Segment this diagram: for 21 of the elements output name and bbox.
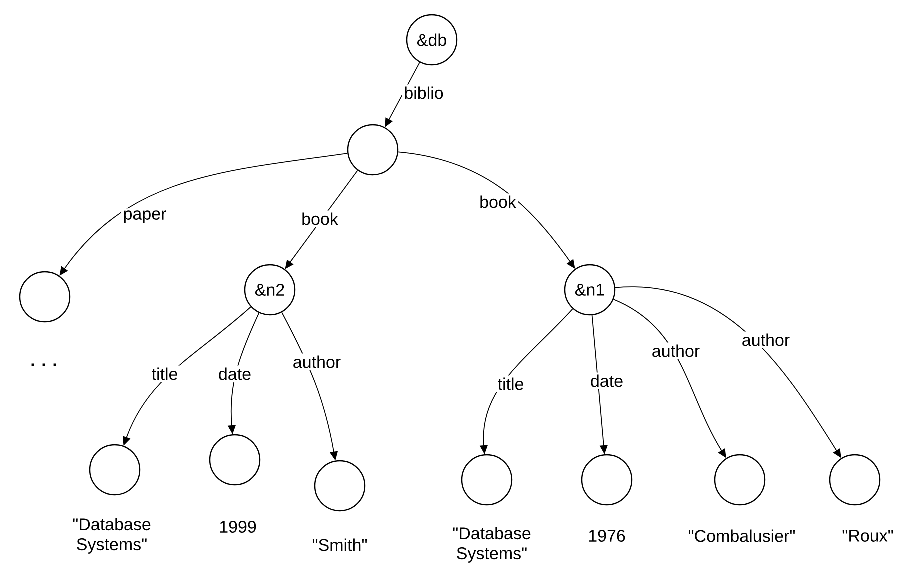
value-caption: "Roux" bbox=[842, 530, 894, 542]
circle-node bbox=[347, 124, 399, 176]
value-caption: 1976 bbox=[589, 530, 626, 542]
circle-node bbox=[19, 271, 71, 323]
edge-label: paper bbox=[121, 208, 169, 226]
value-caption: 1999 bbox=[220, 520, 256, 534]
edge-label: book bbox=[300, 210, 340, 228]
ellipsis: . . . bbox=[32, 364, 56, 366]
value-caption: "Smith" bbox=[312, 538, 368, 552]
edge-label: author bbox=[650, 342, 702, 360]
value-caption: "Database Systems" bbox=[453, 527, 531, 563]
edge-label: date bbox=[588, 372, 626, 390]
edge-label: title bbox=[150, 366, 180, 382]
edge-label: biblio bbox=[402, 84, 446, 102]
edge-label: author bbox=[740, 332, 792, 348]
value-caption: "Combalusier" bbox=[688, 530, 796, 542]
edge-label: date bbox=[216, 366, 254, 382]
edge-label: author bbox=[290, 354, 344, 370]
edge-label: title bbox=[496, 376, 526, 392]
value-caption: "Database Systems" bbox=[73, 518, 151, 554]
edge-label: book bbox=[478, 194, 518, 210]
